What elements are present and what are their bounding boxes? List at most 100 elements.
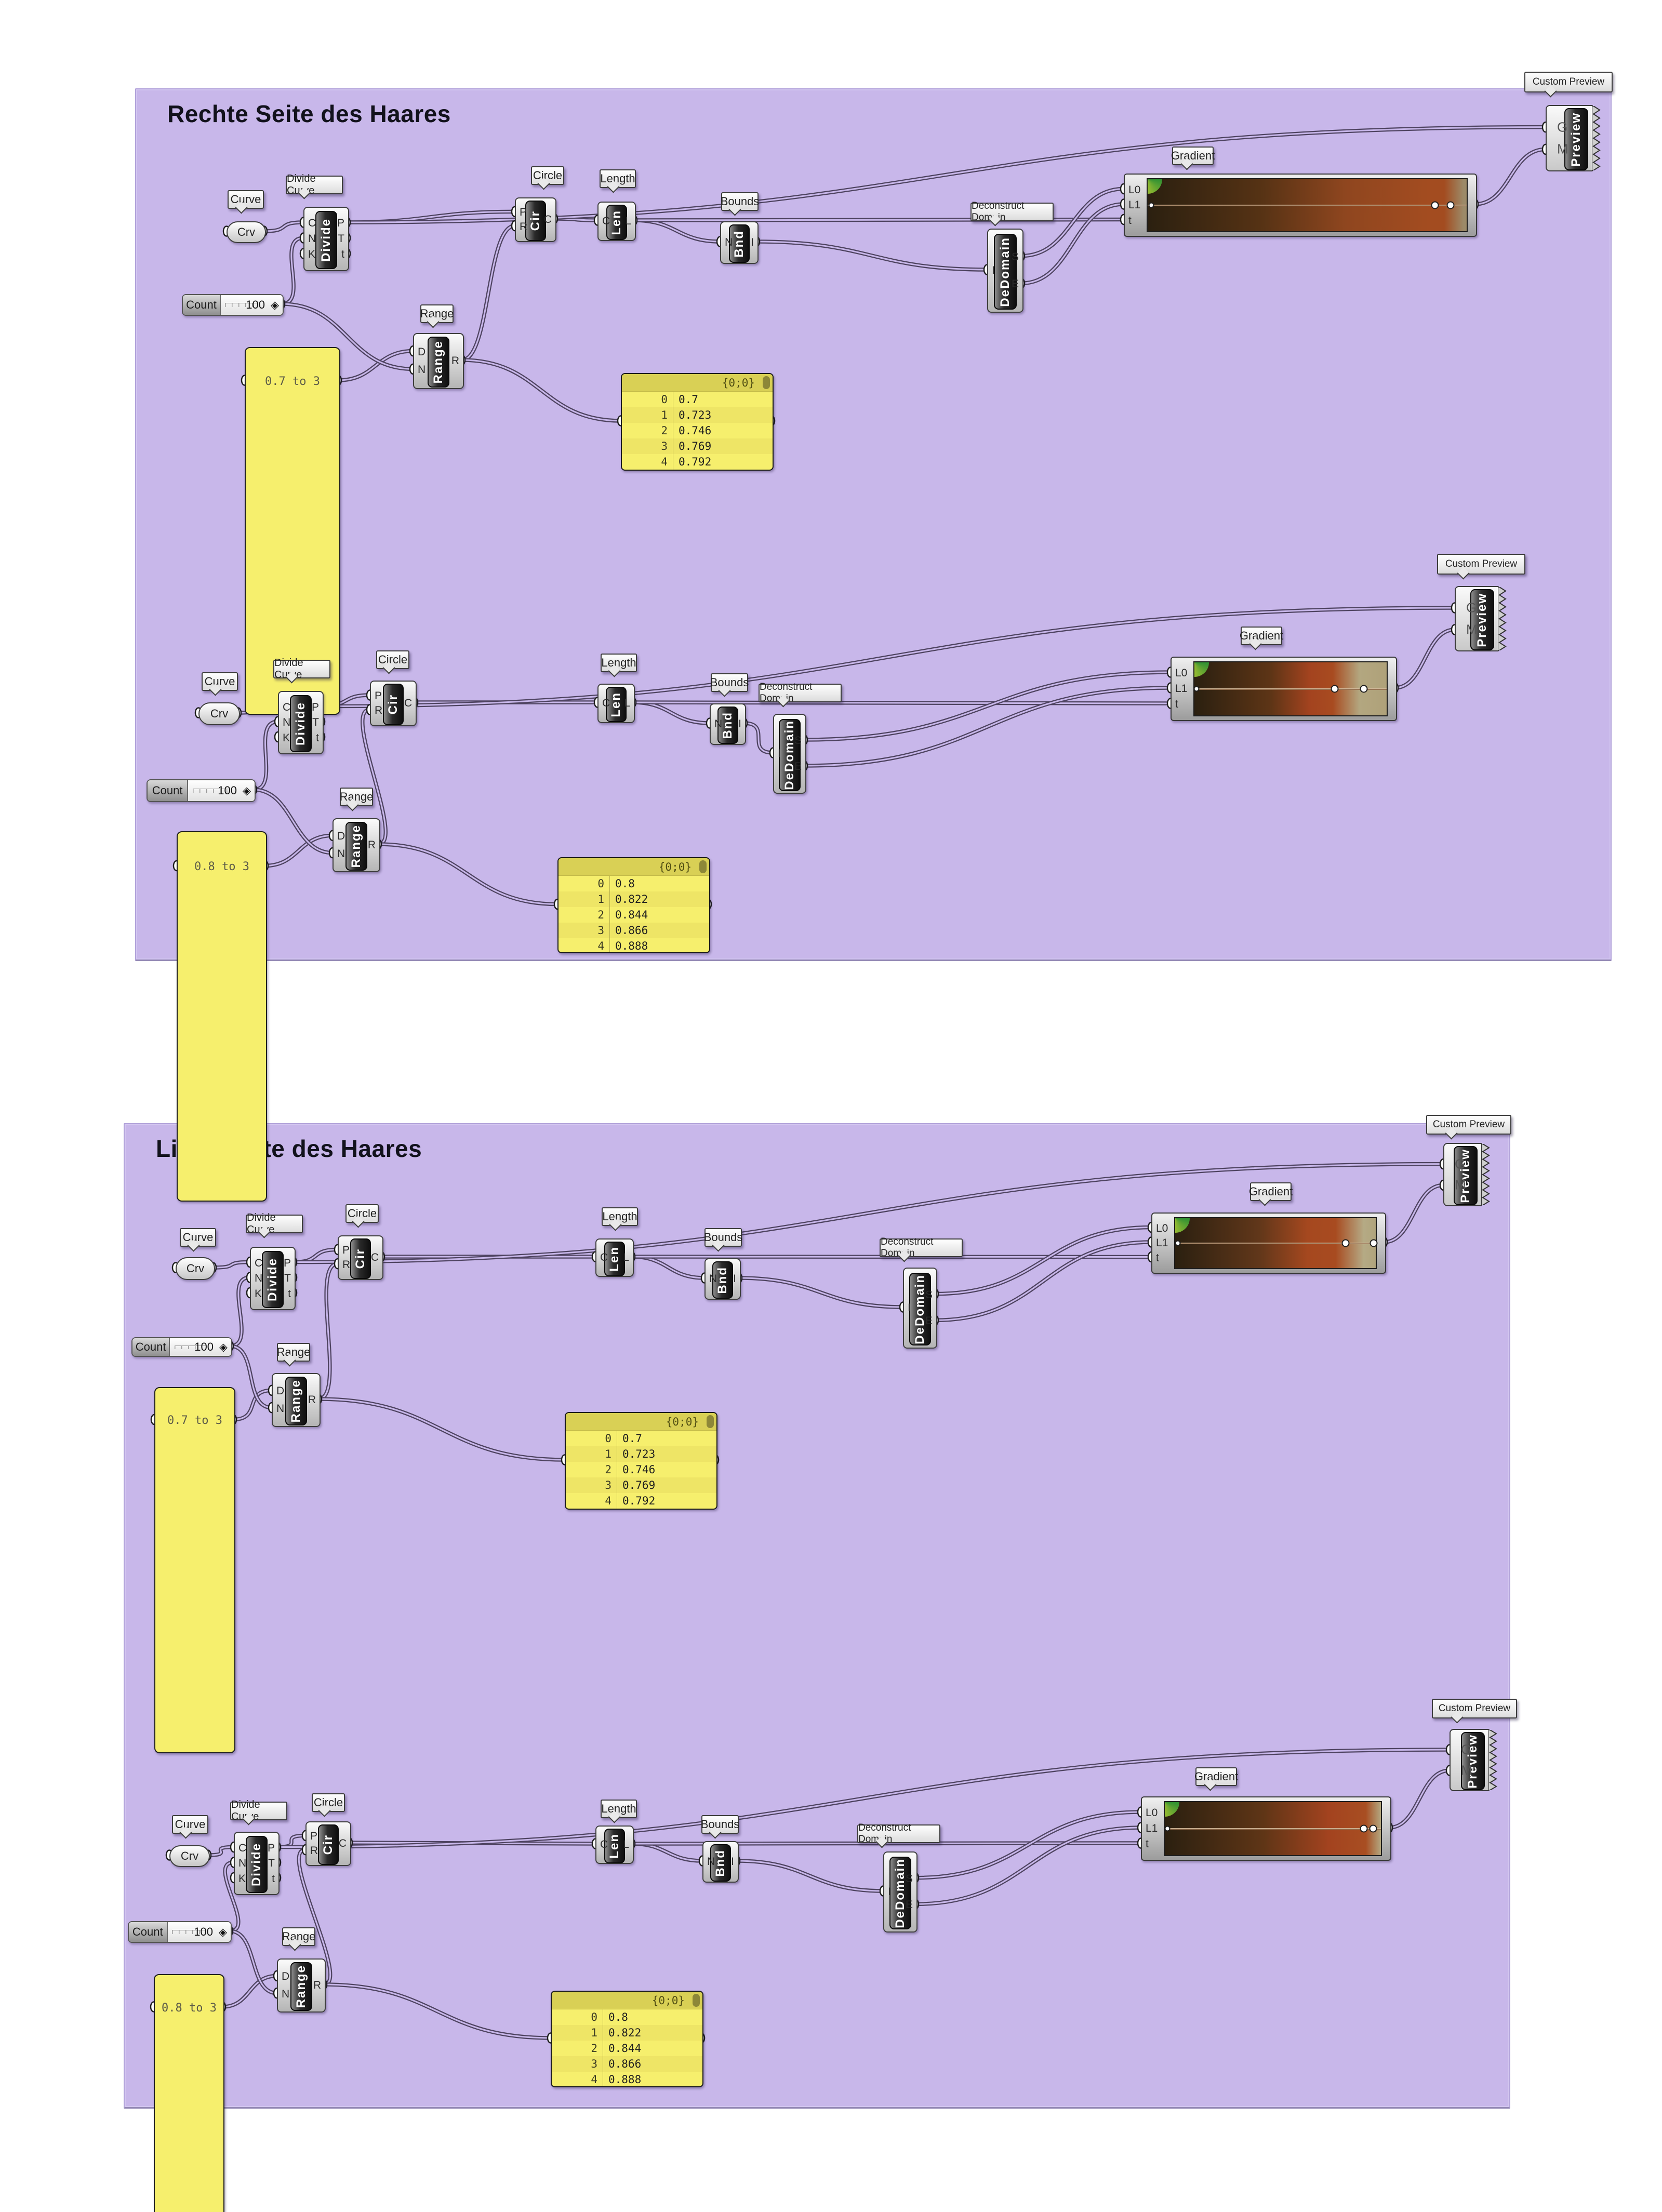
data-panel-grip-icon[interactable] <box>693 1994 700 2007</box>
gradient-grip[interactable] <box>1164 1825 1171 1832</box>
slider-handle-icon[interactable]: ◈ <box>242 784 251 797</box>
param-crv[interactable]: Crv <box>169 1845 210 1867</box>
input-port-label: M <box>1466 621 1478 637</box>
data-panel-grip-icon[interactable] <box>707 1415 714 1428</box>
slider-handle-icon[interactable]: ◈ <box>218 1926 227 1938</box>
gradient-grip[interactable] <box>1331 685 1339 693</box>
slider-track[interactable]: 100◈ <box>188 780 255 801</box>
gradient-grip[interactable] <box>1193 686 1200 692</box>
wire-core <box>253 721 278 791</box>
gradient-grip[interactable] <box>1148 202 1154 208</box>
input-port-label: P <box>342 1244 350 1257</box>
row-value: 0.8 <box>603 2009 702 2025</box>
gradient-swatch[interactable] <box>1164 1801 1382 1856</box>
param-crv[interactable]: Crv <box>198 702 240 725</box>
gradient-grip[interactable] <box>1341 1239 1350 1247</box>
gradient-grip[interactable] <box>1446 201 1455 209</box>
slider-track[interactable]: 100◈ <box>170 1338 231 1356</box>
value-panel[interactable]: 0.8 to 3 <box>177 831 267 1202</box>
component-label: Bnd <box>721 711 735 739</box>
value-panel[interactable]: 0.8 to 3 <box>154 1974 224 2212</box>
slider-value: 100 <box>194 1925 213 1938</box>
gradient-grip[interactable] <box>1369 1824 1377 1833</box>
gradient-swatch[interactable] <box>1193 661 1388 716</box>
gradient-grip[interactable] <box>1370 1239 1378 1247</box>
gradient-grip[interactable] <box>1431 201 1439 209</box>
slider-track[interactable]: 100◈ <box>221 295 283 315</box>
slider-handle-icon[interactable]: ◈ <box>270 299 279 311</box>
data-panel-header: {0;0} <box>552 1992 702 2009</box>
input-port-label: C <box>308 217 316 229</box>
tooltip-deconstruct-domain: Deconstruct Domain <box>970 201 1054 223</box>
tooltip-range: Range <box>340 788 373 806</box>
data-panel-grip-icon[interactable] <box>763 376 770 389</box>
slider-ticks <box>193 789 228 793</box>
data-panel-grip-icon[interactable] <box>699 860 707 873</box>
gradient-grip[interactable] <box>1175 1240 1181 1246</box>
gradient-grip[interactable] <box>1360 685 1368 693</box>
value-panel[interactable]: 0.7 to 3 <box>245 347 340 715</box>
component-label-capsule: Range <box>428 337 449 388</box>
input-port-label: C <box>600 1838 608 1850</box>
gradient-swatch[interactable] <box>1147 178 1468 232</box>
wire-core <box>632 701 710 724</box>
slider-name: Count <box>132 1338 170 1356</box>
param-crv[interactable]: Crv <box>227 221 266 243</box>
slider-handle-icon[interactable]: ◈ <box>219 1341 228 1353</box>
row-index: 1 <box>597 893 604 905</box>
value-panel[interactable]: 0.7 to 3 <box>154 1387 235 1753</box>
row-value: 0.866 <box>609 923 709 938</box>
wire-core <box>461 225 515 361</box>
component-label: Divide <box>249 1842 263 1886</box>
gradient-midline <box>1165 1828 1381 1830</box>
gradient-swatch[interactable] <box>1174 1217 1378 1269</box>
tooltip-bounds: Bounds <box>710 673 749 692</box>
gradient-grip[interactable] <box>1360 1824 1368 1833</box>
param-crv[interactable]: Crv <box>176 1257 215 1280</box>
slider-track[interactable]: 100 ◈ <box>167 1922 231 1942</box>
